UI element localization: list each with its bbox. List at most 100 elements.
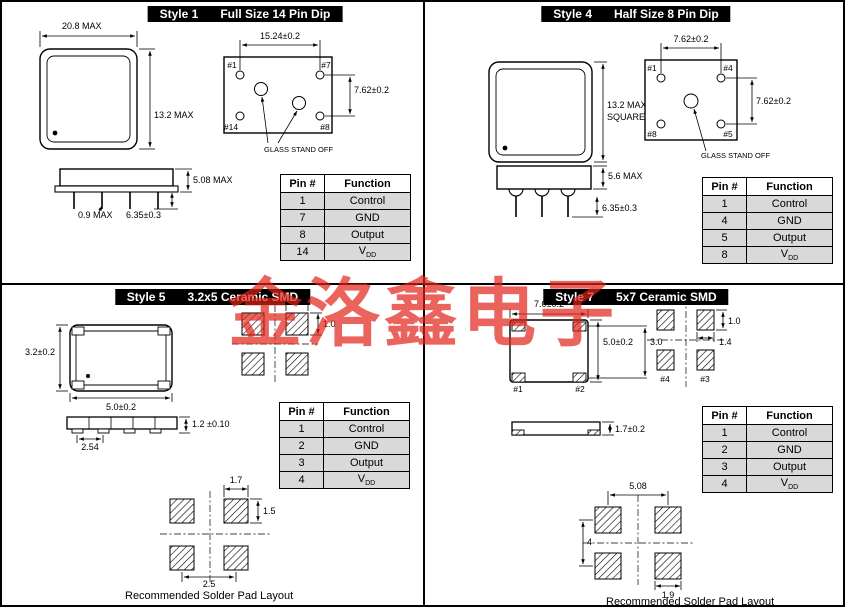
corner-pad [511, 321, 526, 332]
dim-body-height: 5.0±0.2 [603, 337, 633, 347]
solder-pad [654, 552, 682, 580]
style1-pin-view: #1 #7 #14 #8 15.24±0.2 7.62±0.2 GLASS ST… [223, 31, 389, 154]
dimension-lines [572, 165, 607, 218]
pin-number: 8 [280, 226, 325, 244]
table-header-row: Pin # Function [702, 406, 833, 425]
smd-pad [285, 352, 309, 376]
smd-pad [696, 309, 715, 331]
dim-pad-span: 3.0 [650, 337, 663, 347]
dim-body-line1: 13.2 MAX [607, 100, 647, 110]
dim-body-line2: SQUARE [607, 112, 645, 122]
dimension-lines [594, 61, 607, 163]
pin-function: GND [746, 212, 833, 230]
pad-label-3: #3 [700, 374, 710, 384]
solder-pad [169, 545, 195, 571]
pin-label-2: #2 [575, 384, 585, 394]
pad-dim-h: 1.0 [323, 319, 336, 329]
style7-top-view: 7.0±0.2 5.0±0.2 3.0 #1 #2 [509, 299, 663, 394]
dimension-lines [660, 43, 757, 152]
dim-pin-col: 7.62±0.2 [354, 85, 389, 95]
end-pad [511, 429, 525, 436]
pin-label-4: #4 [723, 63, 733, 73]
smd-pad [656, 309, 675, 331]
table-header-row: Pin # Function [280, 174, 411, 193]
function-header: Function [324, 174, 411, 193]
smd-pad [656, 349, 675, 371]
glass-standoff-circle [292, 96, 306, 110]
dimension-lines [56, 324, 173, 402]
glass-standoff-label: GLASS STAND OFF [701, 151, 770, 160]
corner-pad [157, 380, 171, 390]
end-pad [587, 429, 601, 436]
pin1-dot [86, 374, 90, 378]
dimension-lines [181, 485, 262, 582]
style7-side-view: 1.7±0.2 [511, 421, 645, 436]
dimension-lines [602, 421, 614, 436]
dim-body-width: 20.8 MAX [62, 21, 102, 31]
dim-body-width: 5.0±0.2 [106, 402, 136, 412]
dim-lead-len: 6.35±0.3 [602, 203, 637, 213]
style5-title-name: Style 5 [126, 290, 166, 304]
solder-pad [594, 552, 622, 580]
style1-section: Style 1 Full Size 14 Pin Dip 20.8 MAX [2, 2, 423, 283]
style5-solder-pad-layout: 1.7 1.5 2.5 [160, 475, 276, 589]
pin-function-vdd: VDD [323, 471, 410, 489]
table-header-row: Pin # Function [702, 177, 833, 196]
dimension-lines [239, 40, 355, 144]
pin-function: Control [323, 420, 410, 438]
pin-number: 1 [279, 420, 324, 438]
pin-number: 14 [280, 243, 325, 261]
style5-top-view: 3.2±0.2 5.0±0.2 [25, 324, 173, 412]
pin-function: Control [746, 424, 833, 442]
bottom-pad [149, 428, 162, 434]
vdd-base: V [357, 472, 366, 485]
pin-label-1: #1 [513, 384, 523, 394]
dim-lead-dia: 0.9 MAX [78, 210, 113, 220]
table-header-row: Pin # Function [279, 402, 410, 421]
pin-number: 1 [702, 195, 747, 213]
style4-title-desc: Half Size 8 Pin Dip [614, 7, 719, 21]
bottom-pad [97, 428, 110, 434]
dimension-lines [39, 31, 155, 150]
style5-side-view: 1.2 ±0.10 2.54 [66, 416, 229, 452]
corner-pad [572, 372, 587, 383]
dim-pin-col: 7.62±0.2 [756, 96, 791, 106]
dim-side-height: 1.2 ±0.10 [192, 419, 229, 429]
pad-dim-a: 1.0 [728, 316, 741, 326]
pin-number: 2 [279, 437, 324, 455]
pin-number: 3 [702, 458, 747, 476]
style5-pad-view: 1.2 1.0 [232, 288, 336, 383]
vdd-sub: DD [365, 480, 376, 488]
pin1-dot [502, 145, 508, 151]
vdd-sub: DD [788, 484, 799, 492]
horizontal-divider [2, 283, 843, 285]
style1-title-desc: Full Size 14 Pin Dip [220, 7, 331, 21]
solder-pad [223, 498, 249, 524]
corner-pad [511, 372, 526, 383]
pin-function-vdd: VDD [746, 246, 833, 264]
pin-header: Pin # [702, 406, 747, 425]
function-header: Function [746, 177, 833, 196]
style5-section: Style 5 3.2x5 Ceramic SMD [2, 285, 423, 605]
dimension-lines [76, 416, 190, 443]
style7-title-desc: 5x7 Ceramic SMD [615, 290, 717, 304]
dim-body-height: 3.2±0.2 [25, 347, 55, 357]
pin-header: Pin # [702, 177, 747, 196]
solder-dim-w: 1.7 [230, 475, 243, 485]
pin-header: Pin # [280, 174, 325, 193]
style4-drawing: 13.2 MAX SQUARE #1 #4 #8 #5 7 [488, 34, 791, 218]
dimension-lines [509, 309, 647, 383]
style1-title: Style 1 Full Size 14 Pin Dip [147, 6, 343, 22]
solder-pad-caption: Recommended Solder Pad Layout [125, 590, 294, 602]
